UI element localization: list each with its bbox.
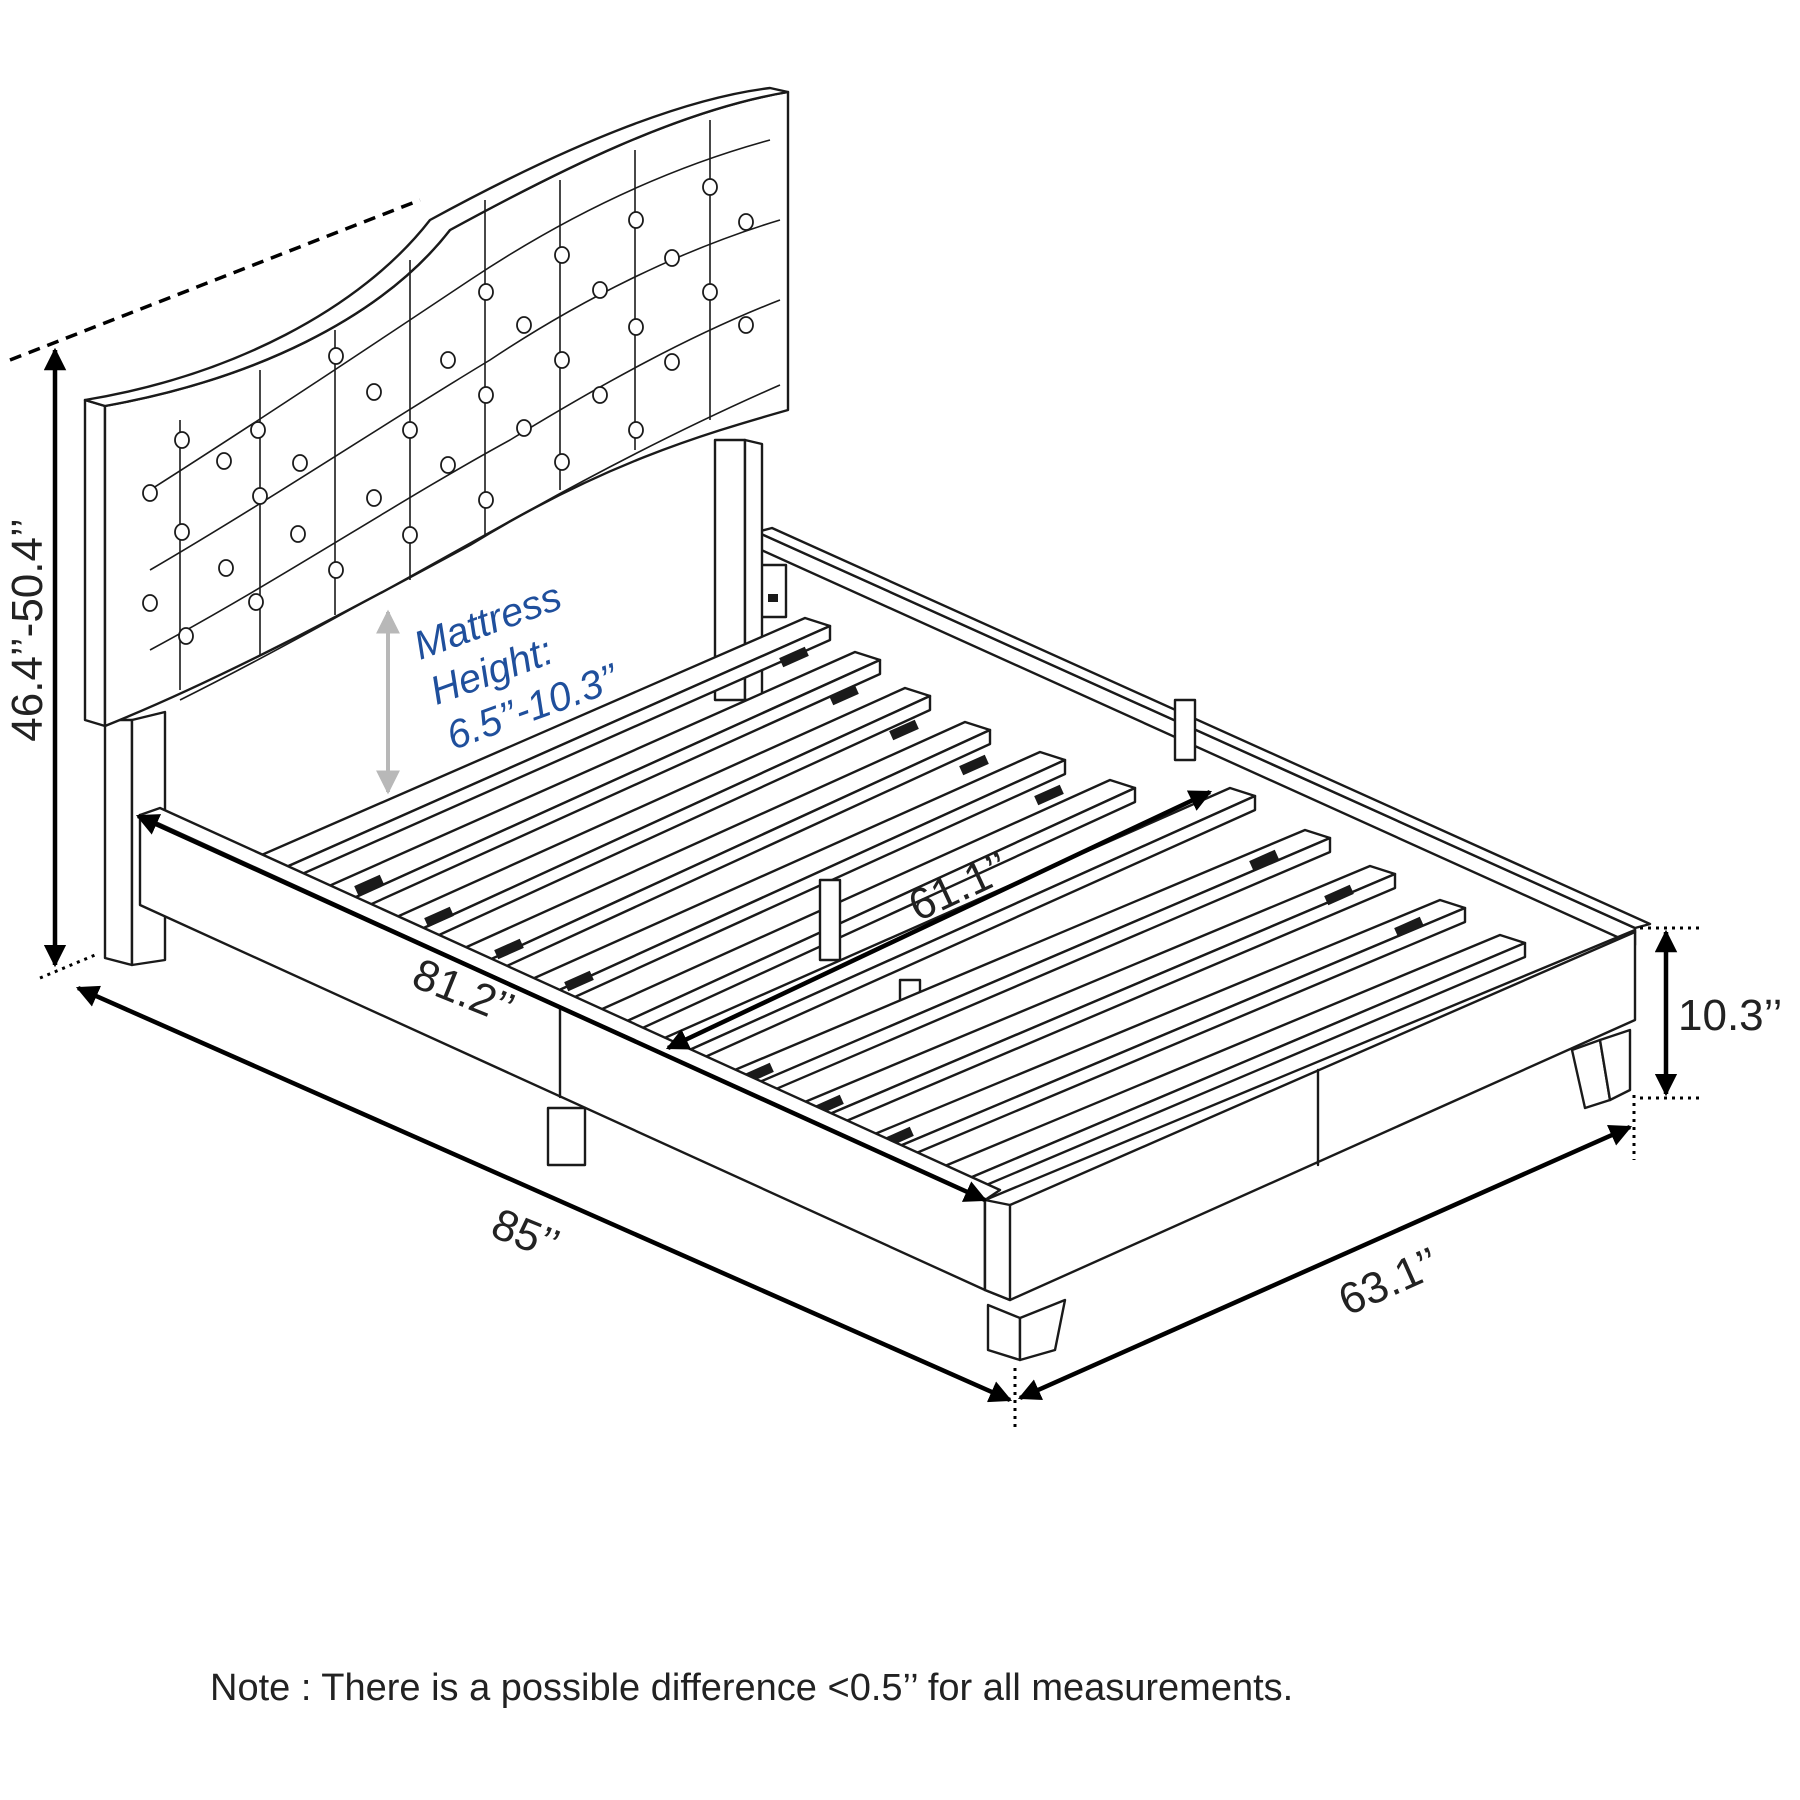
tufting-buttons: [142, 178, 754, 645]
headboard: [83, 86, 790, 728]
overall-length-label: 85’’: [485, 1199, 566, 1270]
frame-height-label: 10.3’’: [1678, 991, 1782, 1040]
headboard-height-label: 46.4’’-50.4’’: [3, 518, 52, 741]
headboard-height-dimension: 46.4’’-50.4’’: [3, 198, 421, 980]
bed-illustration: [83, 86, 1652, 1362]
frame-height-dimension: 10.3’’: [1640, 926, 1782, 1100]
measurement-note: Note : There is a possible difference <0…: [210, 1667, 1293, 1709]
